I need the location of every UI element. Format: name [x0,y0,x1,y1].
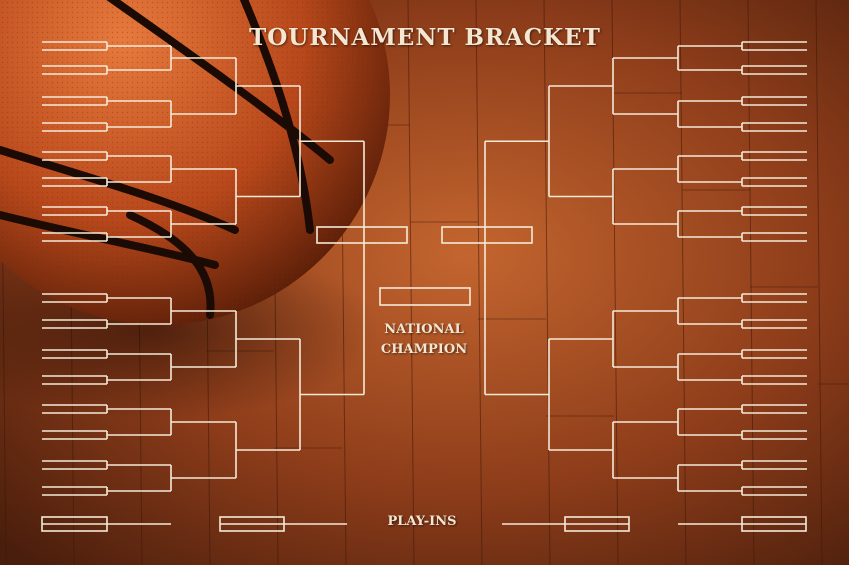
plank-seam [475,0,483,565]
national-champion-box [379,287,471,306]
plank-seam [543,0,551,565]
basketball-icon [0,0,390,325]
bracket-lines [41,41,807,532]
page-title: TOURNAMENT BRACKET [249,24,601,51]
plank-seam [747,0,755,565]
play-in-3-box [564,516,630,532]
play-in-1-box [41,516,108,532]
champion-label-line1: NATIONAL [384,322,464,337]
plank-seam [815,0,823,565]
play-in-2-box [219,516,285,532]
final-four-left-box [316,226,408,244]
plank-seam [679,0,687,565]
play-ins-label: PLAY-INS [387,514,457,529]
play-in-4-box [741,516,807,532]
national-champion-label: NATIONAL CHAMPION [364,320,484,360]
final-four-right-box [441,226,533,244]
plank-seam [407,0,415,565]
champion-label-line2: CHAMPION [380,342,468,357]
